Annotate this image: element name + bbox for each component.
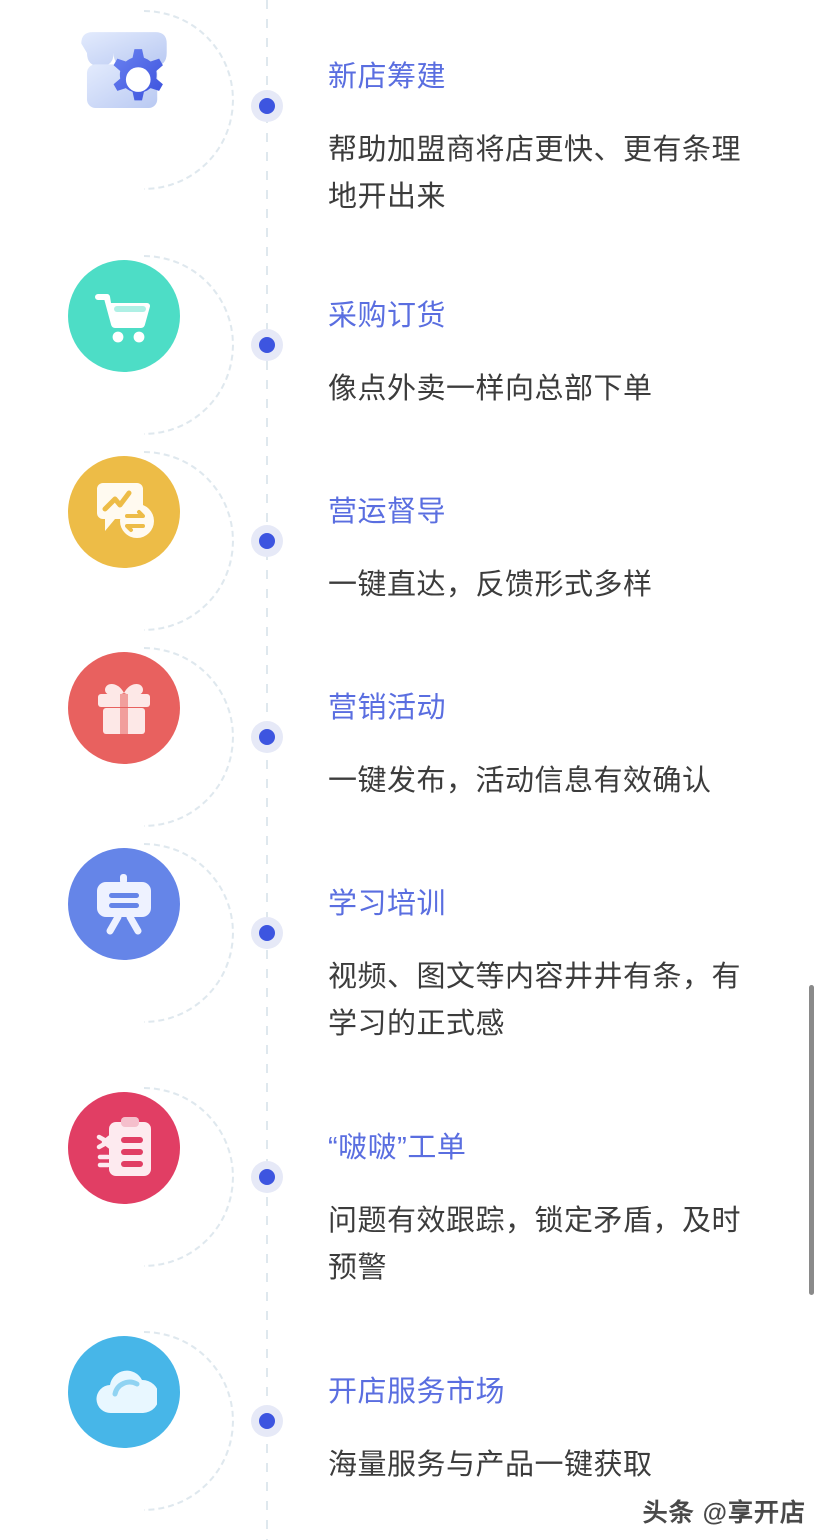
- item-title[interactable]: “啵啵”工单: [328, 1132, 467, 1164]
- timeline-dot[interactable]: [251, 1161, 283, 1193]
- text-column: 开店服务市场 海量服务与产品一键获取: [328, 1372, 788, 1489]
- timeline-dot-core: [259, 729, 275, 745]
- watermark-label: 头条 @享开店: [642, 1499, 806, 1527]
- clipboard-ticket-icon: [68, 1092, 180, 1204]
- text-column: 学习培训 视频、图文等内容井井有条，有学习的正式感: [328, 884, 788, 1048]
- item-title[interactable]: 学习培训: [328, 888, 447, 920]
- icon-slot: [46, 1082, 236, 1272]
- cloud-icon: [68, 1336, 180, 1448]
- item-description: 问题有效跟踪，锁定矛盾，及时预警: [328, 1205, 742, 1284]
- item-description: 视频、图文等内容井井有条，有学习的正式感: [328, 961, 742, 1040]
- store-gear-icon: [68, 15, 180, 127]
- text-column: “啵啵”工单 问题有效跟踪，锁定矛盾，及时预警: [328, 1128, 788, 1292]
- timeline-dot-core: [259, 1413, 275, 1429]
- scrollbar-track[interactable]: [809, 0, 822, 1540]
- shopping-cart-icon: [68, 260, 180, 372]
- icon-slot: [46, 1326, 236, 1516]
- icon-slot: [46, 642, 236, 832]
- timeline-dot-core: [259, 337, 275, 353]
- item-title[interactable]: 新店筹建: [328, 61, 447, 93]
- timeline-dot-core: [259, 1169, 275, 1185]
- item-description: 一键直达，反馈形式多样: [328, 569, 653, 601]
- whiteboard-icon: [68, 848, 180, 960]
- item-title[interactable]: 采购订货: [328, 300, 447, 332]
- icon-slot: [46, 5, 236, 195]
- timeline-dot[interactable]: [251, 1405, 283, 1437]
- item-description: 一键发布，活动信息有效确认: [328, 765, 712, 797]
- icon-slot: [46, 838, 236, 1028]
- item-title[interactable]: 营运督导: [328, 496, 447, 528]
- icon-slot: [46, 250, 236, 440]
- timeline-dashed-spine: [266, 0, 268, 1540]
- text-column: 新店筹建 帮助加盟商将店更快、更有条理地开出来: [328, 57, 788, 221]
- timeline-dot[interactable]: [251, 525, 283, 557]
- timeline-dot[interactable]: [251, 917, 283, 949]
- timeline-dot-core: [259, 925, 275, 941]
- text-column: 营运督导 一键直达，反馈形式多样: [328, 492, 788, 609]
- timeline-dot[interactable]: [251, 721, 283, 753]
- timeline-dot[interactable]: [251, 90, 283, 122]
- item-description: 像点外卖一样向总部下单: [328, 373, 653, 405]
- scrollbar-thumb[interactable]: [809, 985, 814, 1295]
- timeline-dot-core: [259, 98, 275, 114]
- text-column: 采购订货 像点外卖一样向总部下单: [328, 296, 788, 413]
- gift-box-icon: [68, 652, 180, 764]
- item-description: 帮助加盟商将店更快、更有条理地开出来: [328, 134, 742, 213]
- item-title[interactable]: 开店服务市场: [328, 1376, 506, 1408]
- timeline-dot[interactable]: [251, 329, 283, 361]
- item-title[interactable]: 营销活动: [328, 692, 447, 724]
- icon-slot: [46, 446, 236, 636]
- feedback-chart-icon: [68, 456, 180, 568]
- timeline-dot-core: [259, 533, 275, 549]
- item-description: 海量服务与产品一键获取: [328, 1449, 653, 1481]
- text-column: 营销活动 一键发布，活动信息有效确认: [328, 688, 788, 805]
